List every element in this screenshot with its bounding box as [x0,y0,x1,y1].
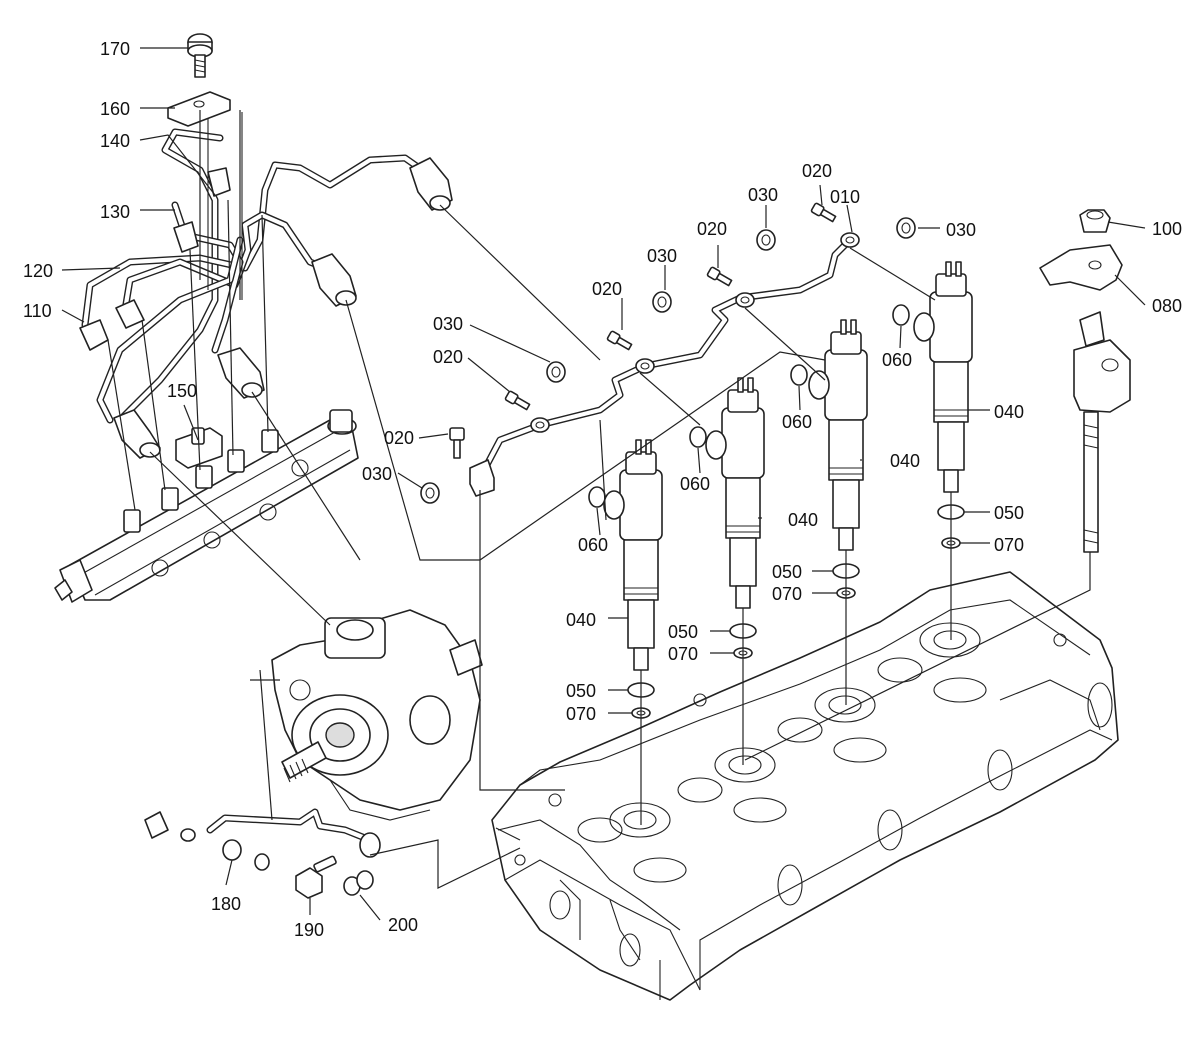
cylinder-head [491,571,1119,1001]
rail-outlets [123,429,279,533]
connection-lines [107,110,1091,889]
label-040-c: 040 [890,451,920,471]
callout-leaders [61,47,1146,921]
injector-clamp [1039,209,1131,553]
label-190: 190 [294,920,324,940]
label-080: 080 [1152,296,1182,316]
injector-4 [913,261,973,493]
label-060-a: 060 [578,535,608,555]
label-030-d: 030 [433,314,463,334]
label-040-a: 040 [566,610,596,630]
label-020-e: 020 [384,428,414,448]
label-050-b: 050 [668,622,698,642]
label-100: 100 [1152,219,1182,239]
label-150: 150 [167,381,197,401]
label-140: 140 [100,131,130,151]
label-110: 110 [23,301,52,321]
label-030-a: 030 [748,185,778,205]
label-170: 170 [100,39,130,59]
label-180: 180 [211,894,241,914]
banjo-bolts [449,202,837,459]
label-040-b: 040 [788,510,818,530]
label-030-b: 030 [946,220,976,240]
label-010: 010 [830,187,860,207]
label-030-e: 030 [362,464,392,484]
label-020-a: 020 [802,161,832,181]
label-160: 160 [100,99,130,119]
leak-off-pipe [469,232,860,497]
label-070-a: 070 [566,704,596,724]
banjo-joints [530,232,860,433]
bolt-170 [187,33,213,78]
injectors [603,261,973,671]
label-040-d: 040 [994,402,1024,422]
label-030-c: 030 [647,246,677,266]
label-020-c: 020 [592,279,622,299]
injector-2 [705,377,765,609]
label-020-d: 020 [433,347,463,367]
label-130: 130 [100,202,130,222]
o-rings [588,304,910,508]
label-070-b: 070 [668,644,698,664]
injection-pipes [79,128,453,459]
label-050-d: 050 [994,503,1024,523]
supply-pump [271,609,483,821]
copper-washers [420,217,916,504]
injector-3 [808,319,868,551]
part-number-labels: 170 160 140 130 120 110 150 100 080 020 … [23,39,1182,940]
pipe-nuts [79,157,453,459]
label-060-b: 060 [680,474,710,494]
overflow-pipe [144,808,381,899]
label-070-c: 070 [772,584,802,604]
label-120: 120 [23,261,53,281]
label-050-c: 050 [772,562,802,582]
label-200: 200 [388,915,418,935]
label-070-d: 070 [994,535,1024,555]
injector-1 [603,439,663,671]
label-050-a: 050 [566,681,596,701]
label-020-b: 020 [697,219,727,239]
common-rail [54,409,359,603]
label-060-d: 060 [882,350,912,370]
label-060-c: 060 [782,412,812,432]
injector-gaskets [627,504,965,719]
combustion-ports [514,622,1113,967]
